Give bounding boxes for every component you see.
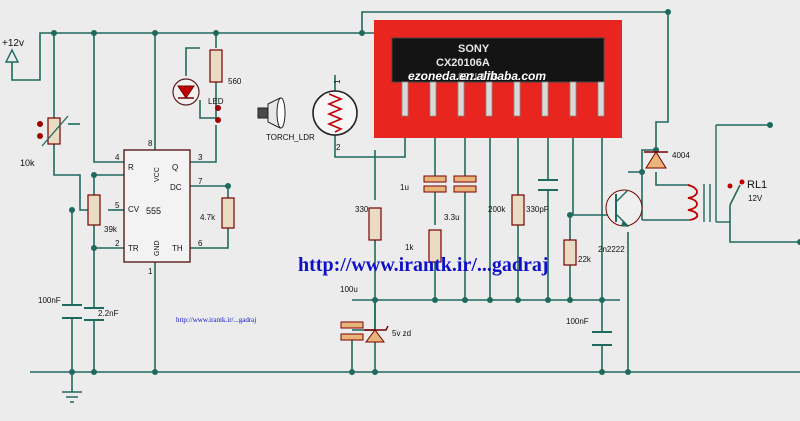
capacitors: [62, 179, 612, 346]
url-watermark-small: http://www.irantk.ir/...gadraj: [176, 316, 256, 324]
resistor-39k: [87, 194, 101, 226]
ic-555: 555 R Q DC CV TR TH VCC GND 4 8 3 7 5 2 …: [115, 139, 203, 276]
diode-label: 4004: [672, 151, 690, 160]
resistor-200k: [511, 194, 525, 226]
label-330: 330: [355, 205, 369, 214]
zener-diode: 5v zd: [364, 325, 411, 343]
ic-pin-5: 5: [115, 201, 120, 210]
ic-pin-th-label: TH: [172, 244, 183, 253]
ic-pin-q-label: Q: [172, 163, 178, 172]
chip-watermark: ezoneda.en.alibaba.com: [408, 69, 546, 83]
ic-pin-3: 3: [198, 153, 203, 162]
label-47k: 4.7k: [200, 213, 216, 222]
ic-pin-gnd-label: GND: [154, 240, 161, 256]
relay-voltage: 12V: [748, 194, 763, 203]
ic-pin-cv-label: CV: [128, 205, 140, 214]
resistor-labels: 39k 4.7k 560 330 1k 200k 22k: [104, 77, 592, 264]
supply-arrow-icon: [4, 48, 20, 63]
transistor-2n2222: 2n2222: [598, 189, 643, 254]
chip-body: [391, 37, 605, 83]
torch-label: TORCH_LDR: [266, 133, 315, 142]
label-100nf-left: 100nF: [38, 296, 61, 305]
wires: [11, 11, 800, 392]
chip-part-number: CX20106A: [436, 57, 490, 69]
led: LED: [172, 78, 224, 123]
capacitor-labels: 100nF 2.2nF 1u 3.3u 330pF 100u 100nF: [38, 183, 589, 326]
label-100nf-right: 100nF: [566, 317, 589, 326]
ic-pin-7: 7: [198, 177, 203, 186]
transistor-label: 2n2222: [598, 245, 625, 254]
chip-date-code: 822L17B: [458, 72, 498, 83]
relay-name: RL1: [747, 179, 767, 191]
label-560: 560: [228, 77, 242, 86]
ic-pin-4: 4: [115, 153, 120, 162]
ic-pin-6: 6: [198, 239, 203, 248]
ic-pin-8: 8: [148, 139, 153, 148]
ldr: 1 2: [312, 79, 358, 152]
chip-brand: SONY: [458, 43, 490, 55]
resistor-560: [209, 49, 223, 83]
pot-label: 10k: [20, 158, 35, 168]
resistor-1k: [428, 229, 442, 263]
zener-label: 5v zd: [392, 329, 411, 338]
relay-rl1: RL1 12V: [687, 125, 767, 223]
torch: TORCH_LDR: [257, 97, 315, 142]
ic-pin-tr-label: TR: [128, 244, 139, 253]
label-100u: 100u: [340, 285, 358, 294]
label-1k: 1k: [405, 243, 414, 252]
ic-555-name: 555: [146, 206, 161, 216]
diode-4004: 4004: [644, 151, 690, 169]
label-33u: 3.3u: [444, 213, 460, 222]
supply-label: +12v: [2, 38, 24, 49]
ic-pin-1: 1: [148, 267, 153, 276]
junction-dots: [51, 9, 800, 375]
label-22nf: 2.2nF: [98, 309, 119, 318]
label-330pf: 330pF: [526, 205, 549, 214]
label-200k: 200k: [488, 205, 506, 214]
ldr-pin1: 1: [333, 79, 342, 84]
ic-pin-vcc-label: VCC: [154, 167, 161, 182]
torch-icon: [257, 107, 269, 119]
label-22k: 22k: [578, 255, 592, 264]
resistor-330: [368, 207, 382, 241]
url-watermark-large: http://www.irantk.ir/...gadraj: [298, 254, 549, 276]
chip-pins: [401, 81, 605, 117]
ic-pin-r-label: R: [128, 163, 134, 172]
ground-symbol: [62, 391, 82, 403]
label-39k: 39k: [104, 225, 118, 234]
ldr-pin2: 2: [336, 143, 341, 152]
led-label: LED: [208, 97, 224, 106]
potentiometer: 10k: [20, 115, 69, 168]
relay-coil-icon: [687, 184, 699, 221]
cx20106a-chip-photo: SONY CX20106A 822L17B ezoneda.en.alibaba…: [374, 20, 622, 138]
label-1u: 1u: [400, 183, 409, 192]
ic-pin-dc-label: DC: [170, 183, 182, 192]
ic-pin-2: 2: [115, 239, 120, 248]
resistor-22k: [563, 239, 577, 266]
relay-switch-arm: [729, 184, 741, 206]
supply-terminal: +12v: [2, 38, 24, 63]
resistor-4k7: [221, 197, 235, 229]
resistors: [87, 49, 577, 266]
electrolytic-capacitors: [340, 175, 477, 341]
ldr-zigzag-icon: [326, 93, 344, 133]
